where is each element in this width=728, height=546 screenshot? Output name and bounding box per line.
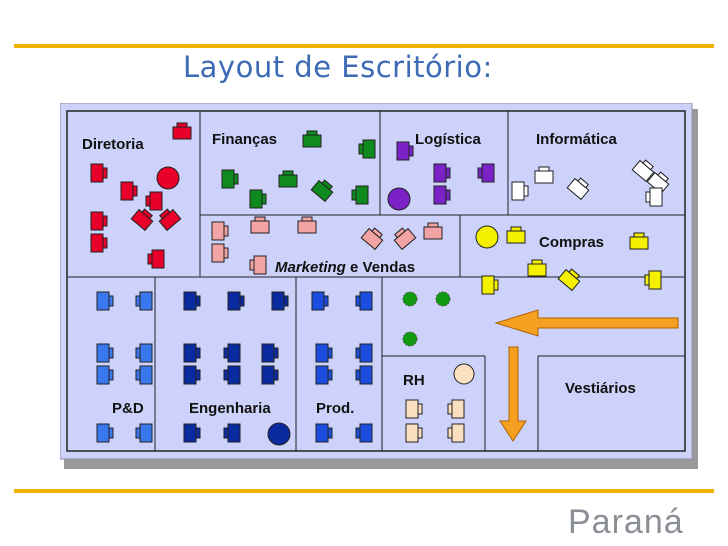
label-compras: Compras — [539, 234, 604, 251]
rh-furniture — [405, 363, 475, 443]
label-marketing: Marketing — [275, 259, 346, 276]
label-engenharia: Engenharia — [189, 400, 271, 417]
meeting-table — [387, 187, 411, 211]
diretoria-furniture — [90, 122, 192, 269]
label-vestiarios: Vestiários — [565, 380, 636, 397]
meeting-table — [453, 363, 475, 385]
plant-icon — [402, 291, 418, 307]
logistica-furniture — [387, 141, 495, 211]
label-pd: P&D — [112, 400, 144, 417]
label-vendas: e Vendas — [350, 259, 415, 276]
arrow-down-icon — [499, 346, 527, 442]
plant-icon — [402, 331, 418, 347]
svg-text:Marketing e Vendas: Marketing e Vendas — [275, 259, 415, 276]
meeting-table — [475, 225, 499, 249]
label-informatica: Informática — [536, 131, 618, 148]
engenharia-furniture — [183, 291, 291, 446]
arrow-left-icon — [494, 309, 679, 337]
meeting-table — [156, 166, 180, 190]
plan-border — [66, 110, 686, 452]
plant-icon — [435, 291, 451, 307]
label-prod: Prod. — [316, 400, 354, 417]
compras-furniture — [475, 225, 662, 295]
label-logistica: Logística — [415, 131, 482, 148]
flow-arrows — [494, 309, 679, 442]
slide-title: Layout de Escritório: — [183, 50, 493, 84]
brand-logo: Paraná — [568, 503, 684, 541]
bottom-rule — [14, 489, 714, 493]
label-financas: Finanças — [212, 131, 277, 148]
room-walls — [67, 111, 685, 451]
top-rule — [14, 44, 714, 48]
meeting-table — [267, 422, 291, 446]
office-floor-plan: Diretoria Finanças Logística Informática… — [60, 103, 698, 469]
label-rh: RH — [403, 372, 425, 389]
plan-floor — [60, 103, 693, 460]
label-diretoria: Diretoria — [82, 136, 144, 153]
